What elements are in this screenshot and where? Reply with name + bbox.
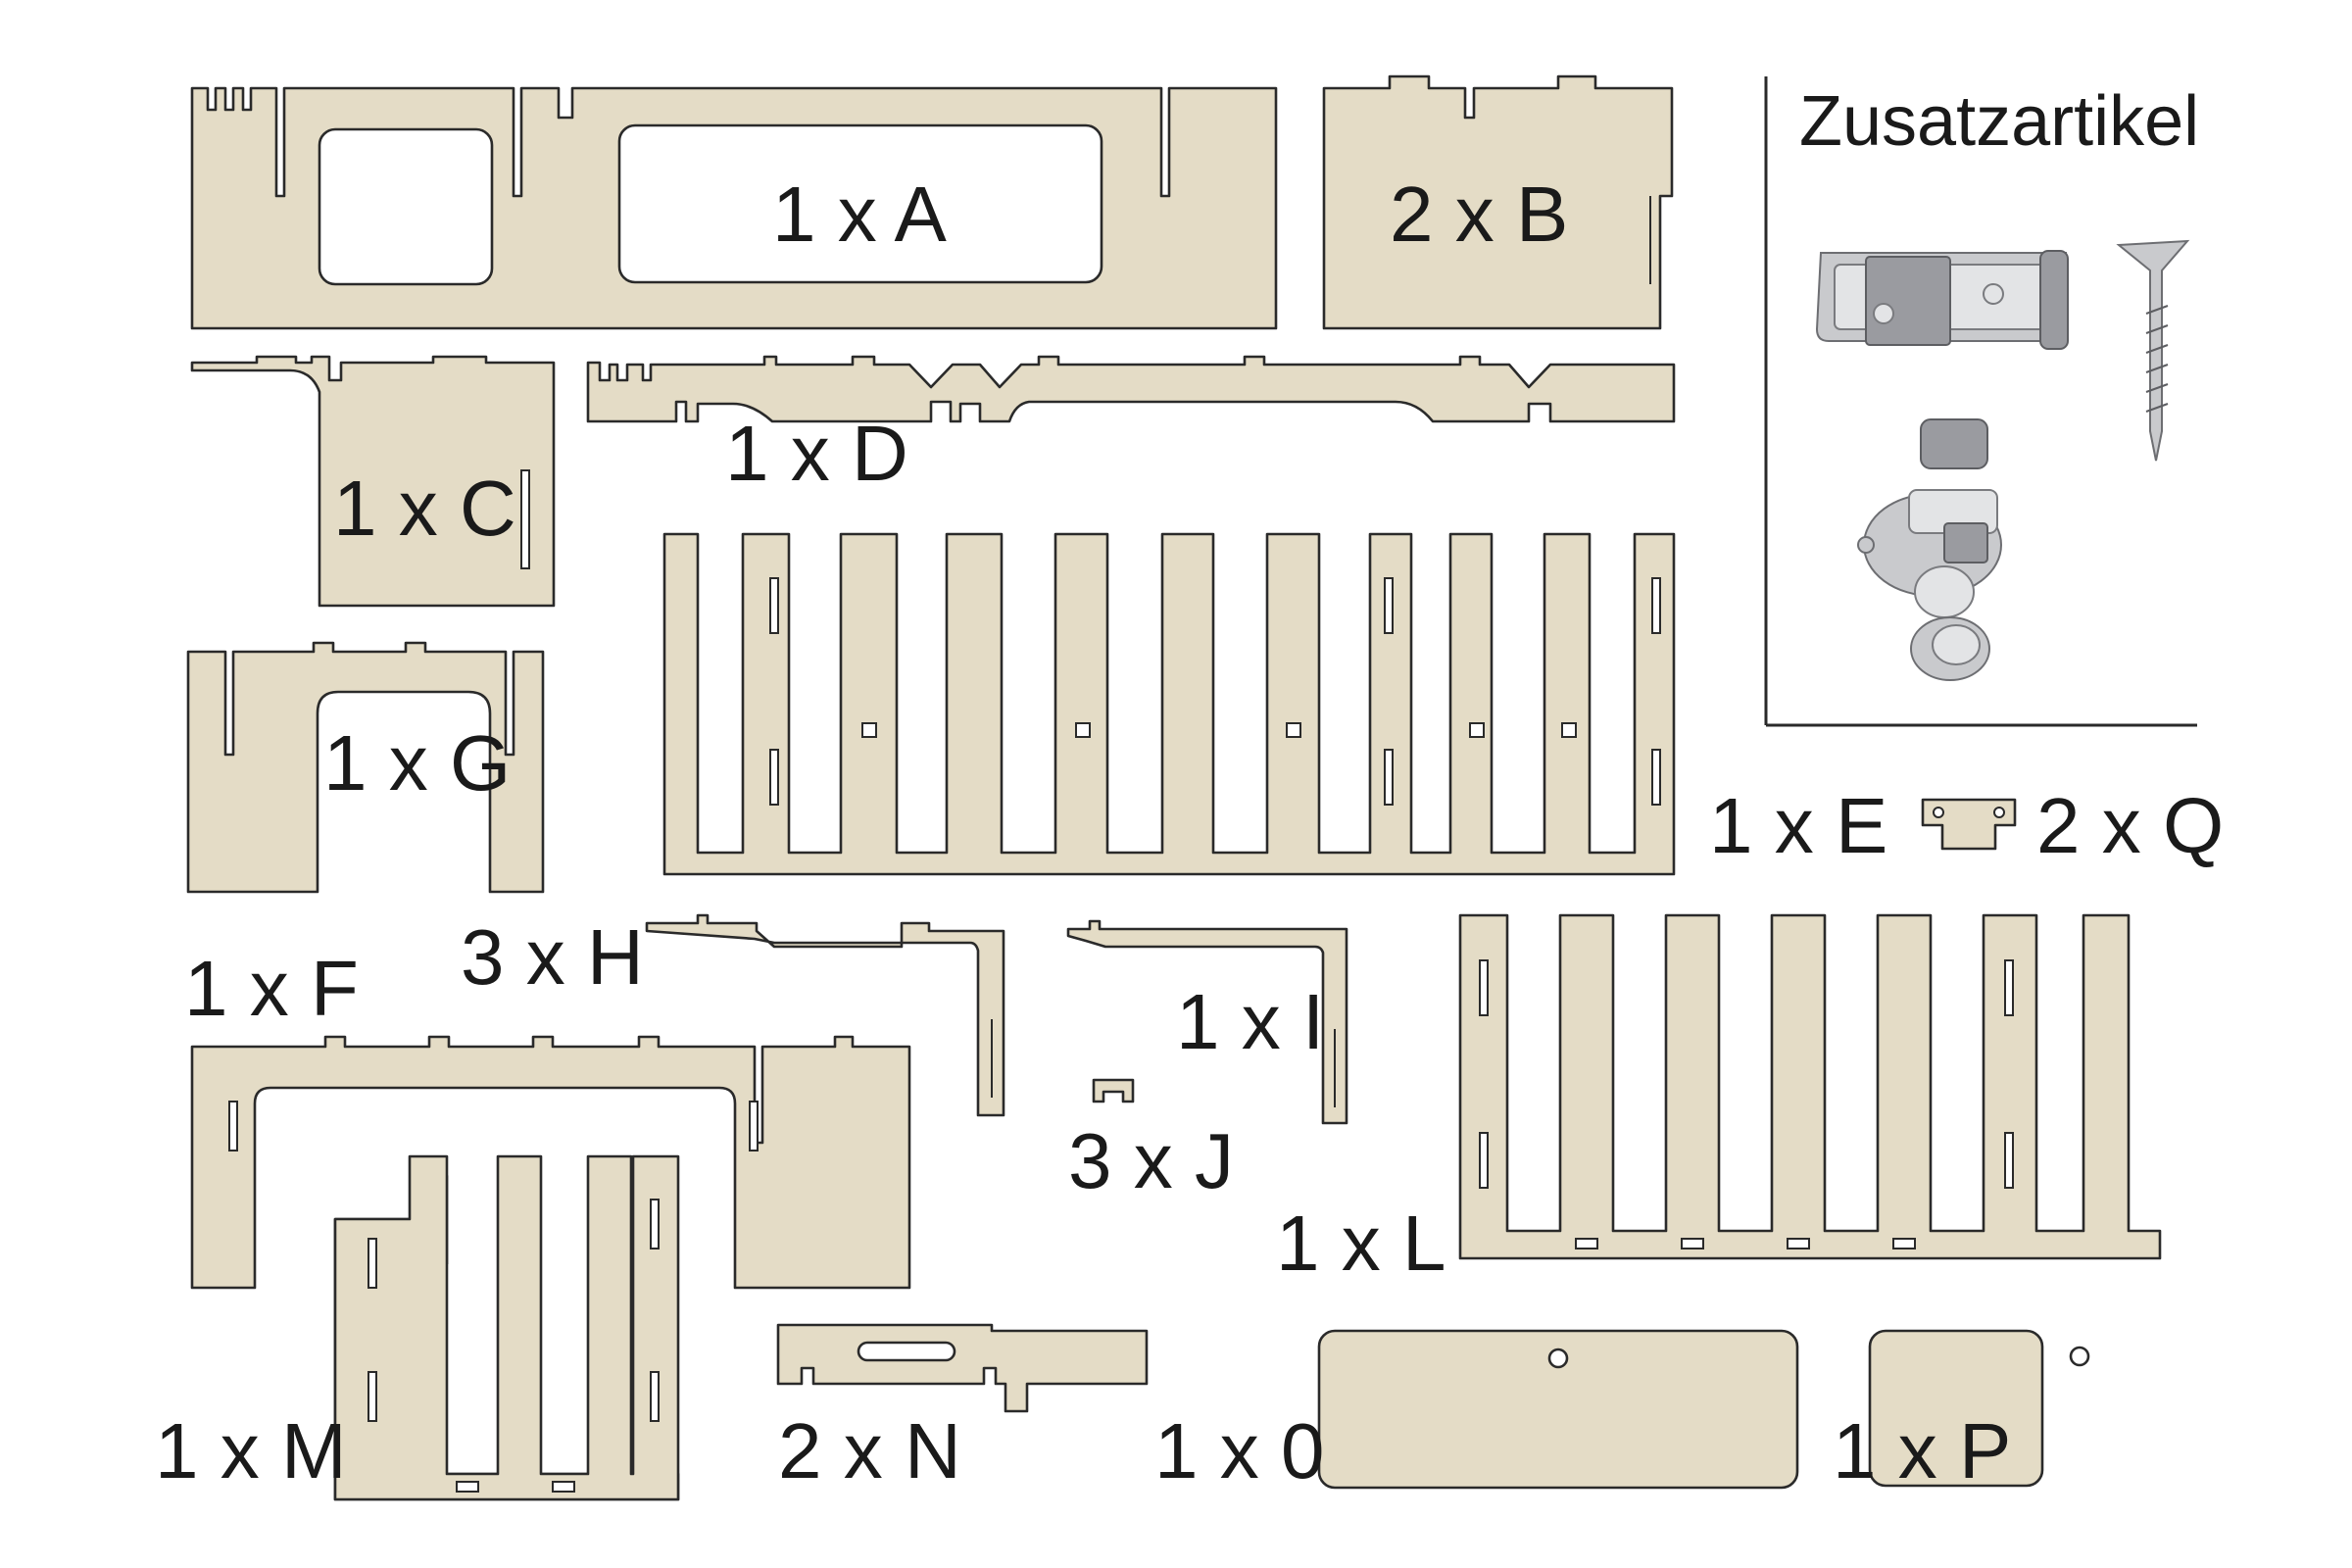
label-e: 1 x E bbox=[1709, 782, 1887, 869]
part-m bbox=[333, 1154, 680, 1501]
lock-icon bbox=[1857, 418, 2002, 681]
part-l bbox=[1458, 913, 2162, 1260]
part-a bbox=[190, 86, 1278, 330]
label-j: 3 x J bbox=[1068, 1117, 1234, 1204]
part-f bbox=[190, 1035, 911, 1290]
part-q bbox=[1921, 798, 2017, 851]
part-b bbox=[1322, 74, 1674, 330]
part-i bbox=[1066, 919, 1348, 1125]
label-h: 3 x H bbox=[461, 913, 644, 1001]
part-d bbox=[586, 355, 1676, 423]
label-c: 1 x C bbox=[333, 465, 516, 552]
label-o: 1 x 0 bbox=[1154, 1407, 1324, 1494]
part-g bbox=[186, 641, 545, 894]
label-p: 1 x P bbox=[1833, 1407, 2011, 1494]
label-i: 1 x I bbox=[1176, 978, 1324, 1065]
part-o bbox=[1317, 1329, 1799, 1490]
label-q: 2 x Q bbox=[2036, 782, 2224, 869]
label-n: 2 x N bbox=[778, 1407, 961, 1494]
label-b: 2 x B bbox=[1390, 171, 1568, 258]
part-c bbox=[190, 355, 556, 608]
screw-icon bbox=[2116, 239, 2190, 462]
extras-frame bbox=[1764, 76, 2197, 727]
label-l: 1 x L bbox=[1276, 1200, 1446, 1287]
label-m: 1 x M bbox=[155, 1407, 347, 1494]
label-a: 1 x A bbox=[772, 171, 948, 258]
label-f: 1 x F bbox=[184, 945, 359, 1032]
part-p bbox=[1868, 1329, 2090, 1488]
part-h bbox=[645, 913, 1005, 1117]
part-n bbox=[776, 1323, 1149, 1413]
label-g: 1 x G bbox=[323, 719, 511, 807]
part-e bbox=[662, 532, 1676, 876]
hinge-icon bbox=[1815, 250, 2069, 350]
part-j bbox=[1092, 1078, 1135, 1103]
label-d: 1 x D bbox=[725, 410, 908, 497]
extras-title: Zusatzartikel bbox=[1799, 82, 2199, 161]
